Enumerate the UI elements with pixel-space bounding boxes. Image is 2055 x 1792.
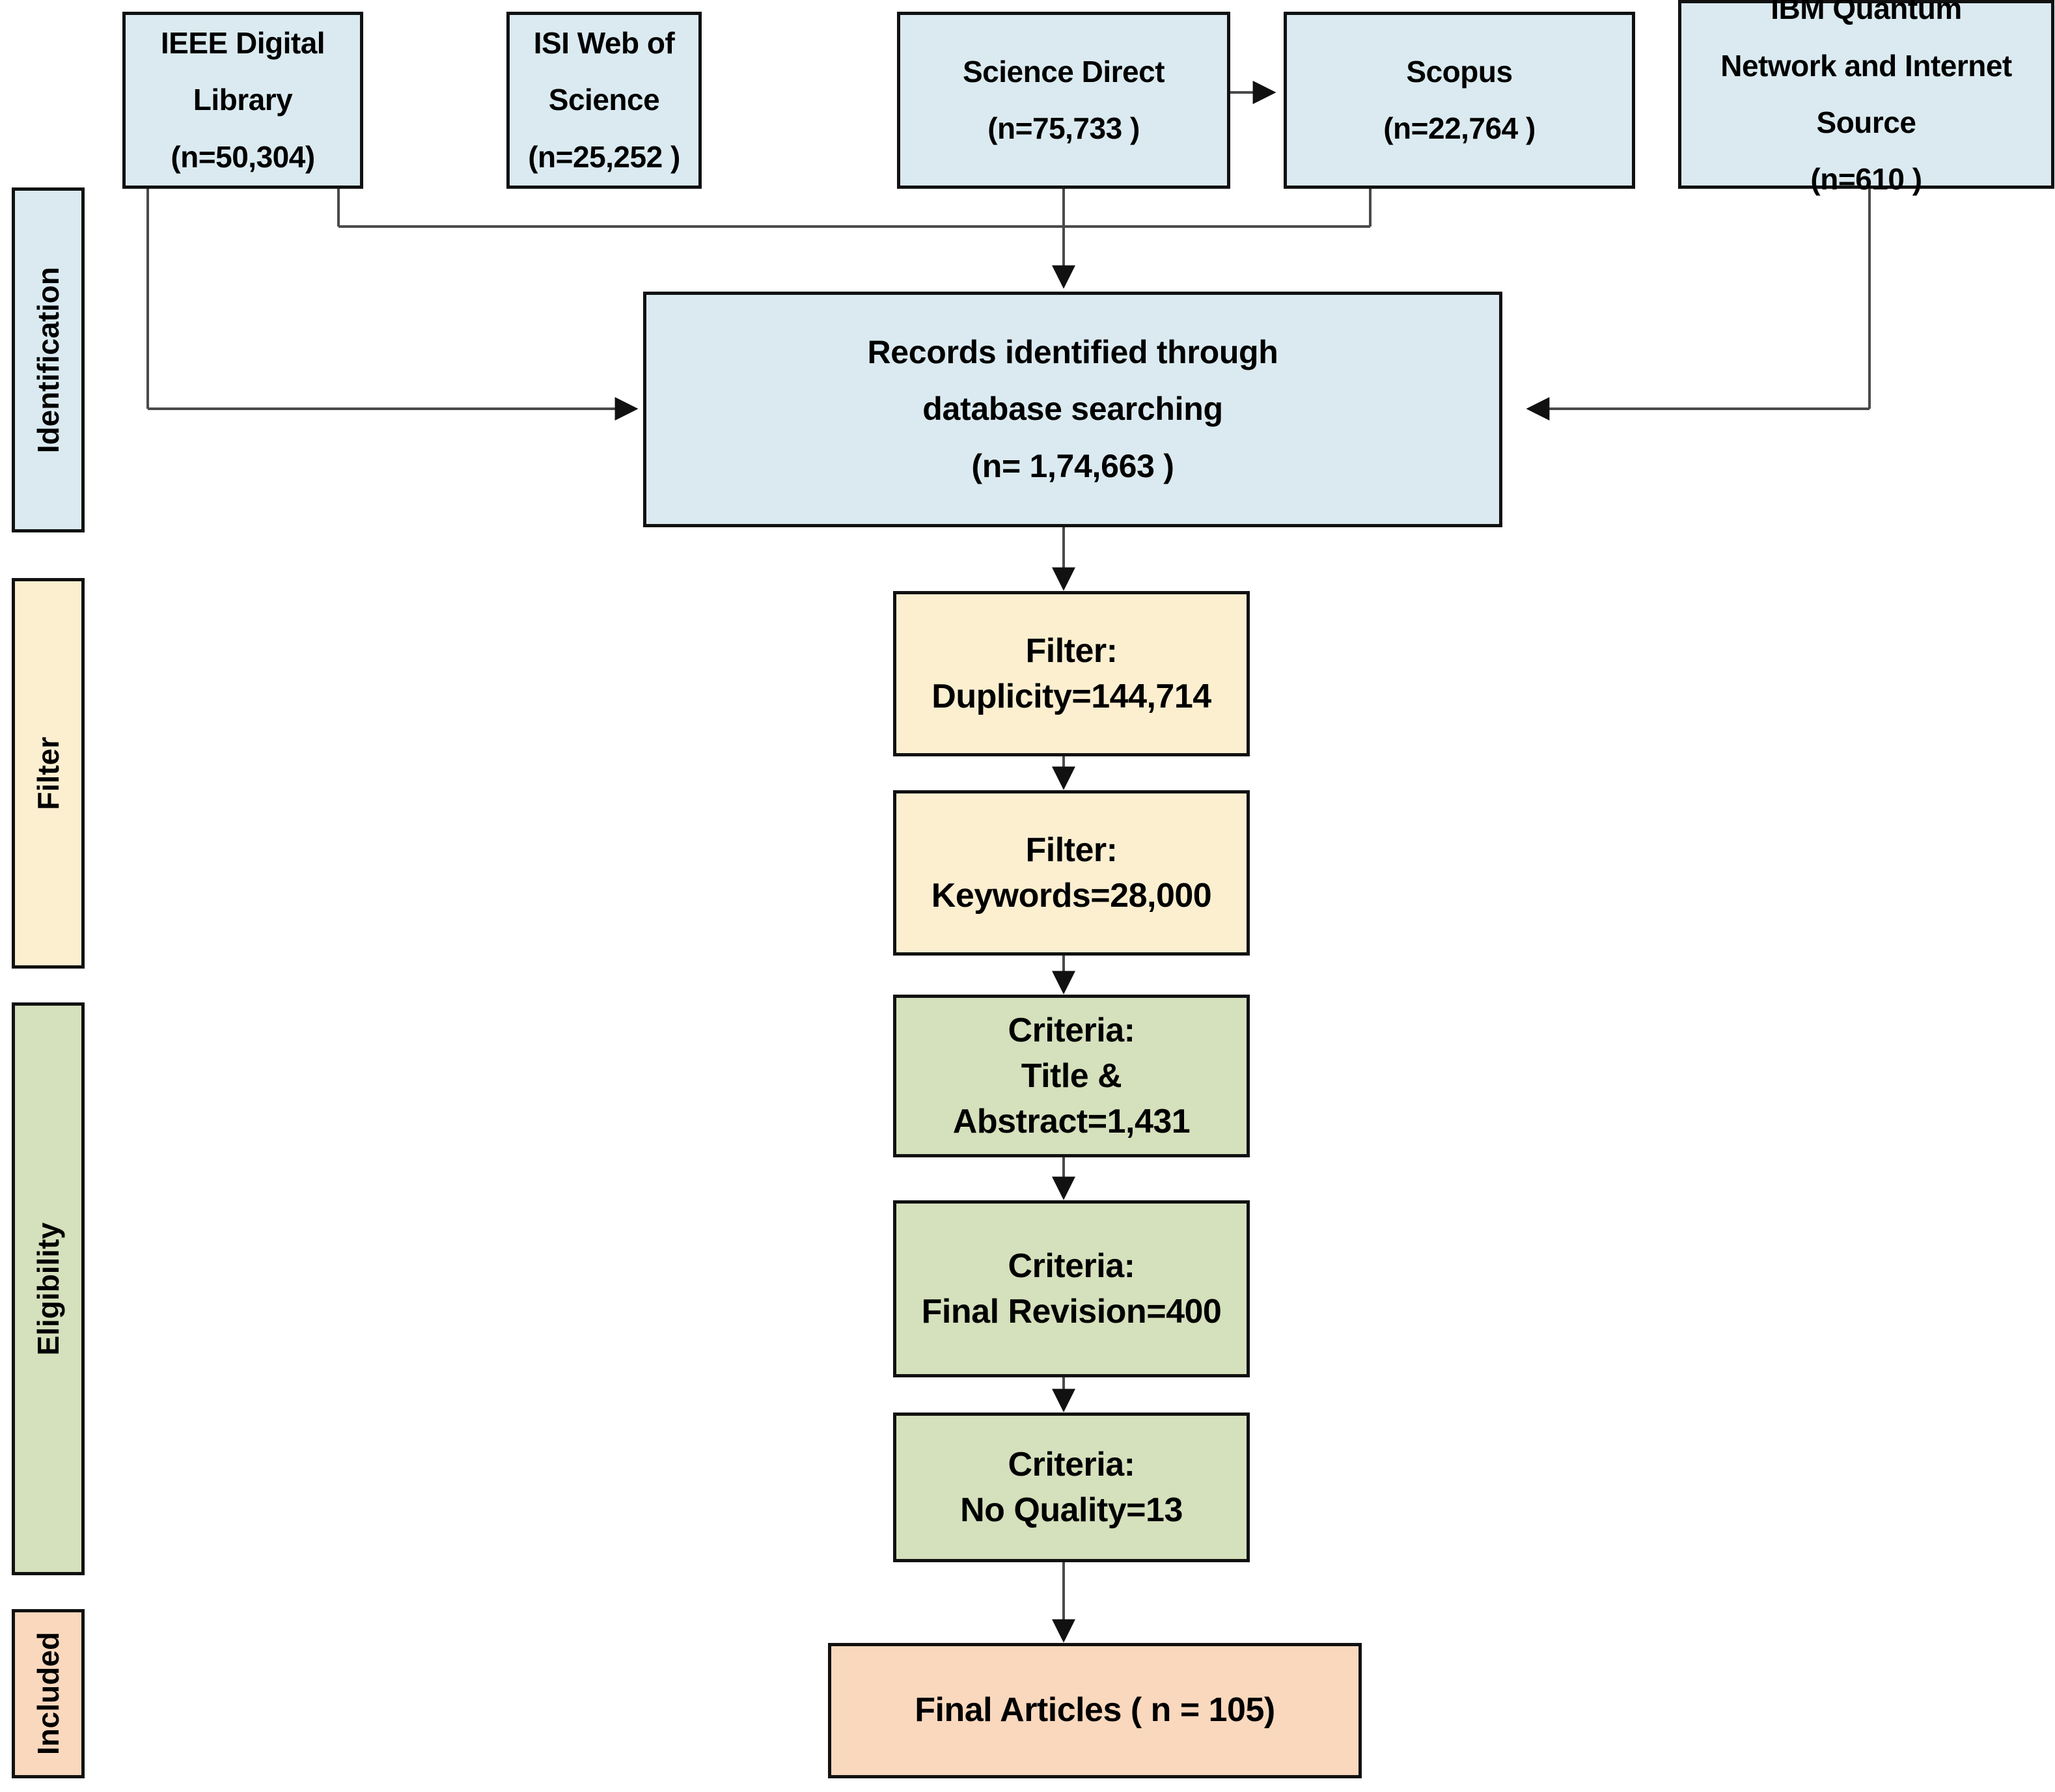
stage-box-filter-keywords[interactable]: Filter: Keywords=28,000 bbox=[893, 790, 1250, 956]
phase-label-eligibility: Eligibility bbox=[12, 1002, 85, 1575]
source-box-ieee[interactable]: IEEE Digital Library (n=50,304) bbox=[122, 12, 363, 189]
source-box-ibm[interactable]: IBM Quantum Network and Internet Source … bbox=[1678, 0, 2054, 196]
stage-label: Criteria: No Quality=13 bbox=[960, 1445, 1183, 1529]
records-label: Records identified through database sear… bbox=[867, 333, 1278, 484]
source-label: Science Direct (n=75,733 ) bbox=[962, 54, 1165, 145]
records-identified-box[interactable]: Records identified through database sear… bbox=[643, 292, 1502, 527]
source-label: IEEE Digital Library (n=50,304) bbox=[160, 25, 325, 174]
stage-label: Filter: Keywords=28,000 bbox=[931, 831, 1212, 915]
phase-label-identification: Identification bbox=[12, 187, 85, 532]
source-box-isi[interactable]: ISI Web of Science (n=25,252 ) bbox=[506, 12, 702, 189]
stage-label: Criteria: Final Revision=400 bbox=[921, 1247, 1222, 1330]
final-articles-label: Final Articles ( n = 105) bbox=[915, 1691, 1275, 1730]
stage-box-criteria-no-quality[interactable]: Criteria: No Quality=13 bbox=[893, 1413, 1250, 1562]
source-label: ISI Web of Science (n=25,252 ) bbox=[528, 25, 680, 174]
phase-label-text: Identification bbox=[31, 266, 65, 454]
stage-box-criteria-final-revision[interactable]: Criteria: Final Revision=400 bbox=[893, 1200, 1250, 1377]
source-box-science-direct[interactable]: Science Direct (n=75,733 ) bbox=[897, 12, 1230, 189]
phase-label-included: Included bbox=[12, 1609, 85, 1778]
phase-label-text: Eligibility bbox=[31, 1222, 65, 1356]
stage-label: Criteria: Title & Abstract=1,431 bbox=[952, 1011, 1191, 1141]
stage-box-filter-duplicity[interactable]: Filter: Duplicity=144,714 bbox=[893, 591, 1250, 756]
phase-label-text: Included bbox=[31, 1632, 65, 1756]
source-label: IBM Quantum Network and Internet Source … bbox=[1720, 0, 2012, 197]
stage-label: Filter: Duplicity=144,714 bbox=[931, 631, 1211, 715]
source-label: Scopus (n=22,764 ) bbox=[1383, 54, 1536, 145]
stage-box-criteria-title-abstract[interactable]: Criteria: Title & Abstract=1,431 bbox=[893, 995, 1250, 1157]
source-box-scopus[interactable]: Scopus (n=22,764 ) bbox=[1284, 12, 1635, 189]
phase-label-text: Filter bbox=[31, 736, 65, 810]
phase-label-filter: Filter bbox=[12, 578, 85, 969]
final-articles-box[interactable]: Final Articles ( n = 105) bbox=[828, 1643, 1362, 1778]
